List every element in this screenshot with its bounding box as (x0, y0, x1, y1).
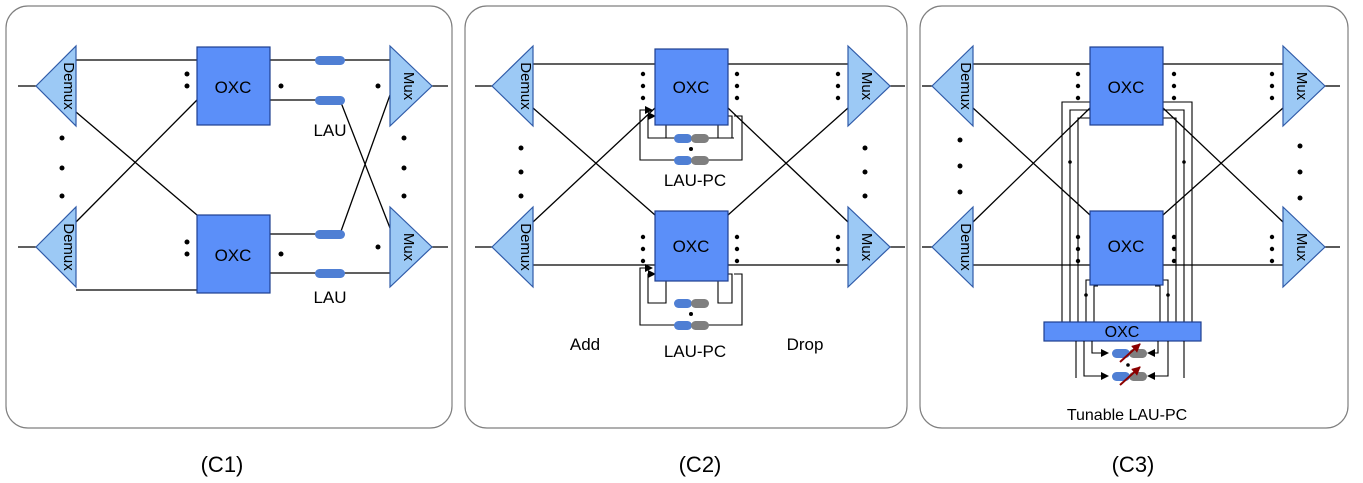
caption-c1: (C1) (201, 452, 244, 477)
lau-pill-icon (674, 134, 692, 143)
mux-bottom-triangle (847, 205, 891, 289)
add-label: Add (570, 335, 600, 354)
oxc-top-label: OXC (1108, 78, 1145, 97)
oxc-top-box (654, 48, 729, 126)
demux-bottom-label: Demux (957, 223, 974, 271)
demux-bottom-label: Demux (517, 223, 534, 271)
demux-top-triangle (491, 44, 534, 128)
demux-bottom-triangle (491, 205, 534, 289)
panel-c1: Demux Demux Mux Mux OXC OXC LAU LAU (C1) (5, 5, 453, 477)
tunable-lau-pc-loop (1075, 341, 1185, 386)
ellipsis-dots (518, 71, 868, 264)
caption-c3: (C3) (1112, 452, 1155, 477)
ellipsis-dots (957, 71, 1303, 367)
lau-pc-top-loop (639, 106, 743, 165)
lau-pill-icon (315, 269, 345, 278)
lau-pill-icon (674, 156, 692, 165)
tunable-arrow-icon (1119, 366, 1141, 386)
drop-label: Drop (787, 335, 824, 354)
lau-pill-icon (315, 230, 345, 239)
demux-top-label: Demux (517, 62, 534, 110)
lau-pc-top-label: LAU-PC (664, 171, 726, 190)
mux-top-triangle (389, 44, 433, 128)
mux-top-label: Mux (1293, 72, 1310, 101)
oxc-bottom-box (196, 214, 271, 294)
lau-pc-bottom-loop (639, 264, 743, 330)
lau-pill-icon (315, 56, 345, 65)
mux-top-triangle (1282, 44, 1326, 128)
mux-bottom-triangle (389, 205, 433, 289)
tunable-lau-pc-label: Tunable LAU-PC (1067, 407, 1187, 424)
lau-pill-icon (674, 321, 692, 330)
demux-top-triangle (931, 44, 974, 128)
demux-top-label: Demux (957, 62, 974, 110)
panel-c2: Demux Demux Mux Mux OXC OXC LAU-PC LAU-P… (464, 5, 908, 477)
demux-bottom-triangle (931, 205, 974, 289)
mux-bottom-triangle (1282, 205, 1326, 289)
pc-pill-icon (691, 321, 709, 330)
mux-bottom-label: Mux (400, 233, 417, 262)
mux-bottom-label: Mux (858, 233, 875, 262)
pc-pill-icon (691, 156, 709, 165)
oxc-top-label: OXC (215, 78, 252, 97)
panel-c3: Demux Demux Mux Mux OXC OXC OXC (919, 5, 1349, 477)
caption-c2: (C2) (679, 452, 722, 477)
demux-bottom-triangle (35, 205, 77, 289)
lau-bottom-label: LAU (313, 288, 346, 307)
demux-top-label: Demux (60, 62, 77, 110)
lau-top-label: LAU (313, 121, 346, 140)
bus-lines (1061, 101, 1193, 322)
oxc-bottom-box (1089, 210, 1164, 286)
lau-pill-icon (674, 299, 692, 308)
mux-bottom-label: Mux (1293, 233, 1310, 262)
demux-bottom-label: Demux (60, 223, 77, 271)
oxc-wide-label: OXC (1105, 324, 1140, 341)
oxc-top-label: OXC (673, 78, 710, 97)
oxc-bottom-label: OXC (673, 237, 710, 256)
demux-top-triangle (35, 44, 77, 128)
oxc-bottom-box (654, 210, 729, 282)
pc-pill-icon (691, 299, 709, 308)
pc-pill-icon (691, 134, 709, 143)
mux-top-triangle (847, 44, 891, 128)
mux-top-label: Mux (400, 72, 417, 101)
lau-pill-icon (315, 96, 345, 105)
ellipsis-dots (59, 71, 407, 257)
lau-pc-bottom-label: LAU-PC (664, 342, 726, 361)
oxc-wide-box (1043, 321, 1202, 342)
tunable-arrow-icon (1119, 343, 1141, 363)
oxc-bottom-label: OXC (215, 246, 252, 265)
oxc-top-box (1089, 46, 1164, 126)
oxc-top-box (196, 46, 271, 126)
oxc-bottom-label: OXC (1108, 237, 1145, 256)
mux-top-label: Mux (858, 72, 875, 101)
